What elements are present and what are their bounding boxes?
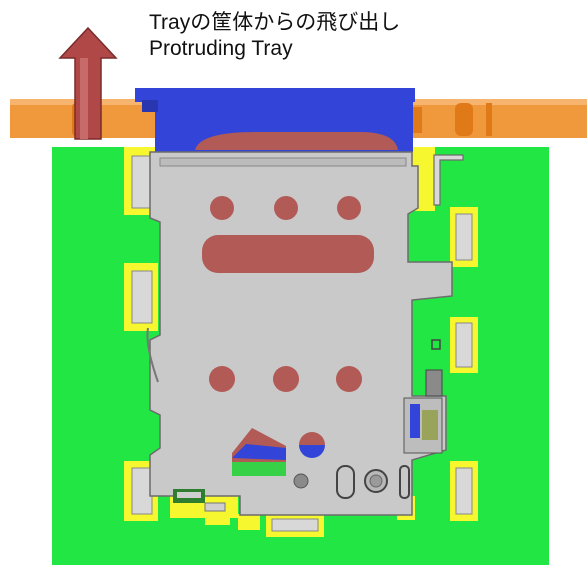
bottom-contact	[173, 489, 226, 512]
shell-features	[293, 339, 441, 499]
shell-holes	[202, 196, 374, 392]
tray-windows	[232, 428, 325, 476]
sim-tray	[135, 88, 415, 152]
caption-japanese: Trayの筐体からの飛び出し	[149, 11, 401, 34]
detect-lever	[433, 154, 464, 206]
left-spring-wire	[146, 327, 159, 383]
detect-switch	[403, 369, 443, 454]
caption-english: Protruding Tray	[149, 37, 293, 60]
connector-shell	[149, 151, 453, 516]
up-arrow-icon	[58, 26, 118, 140]
